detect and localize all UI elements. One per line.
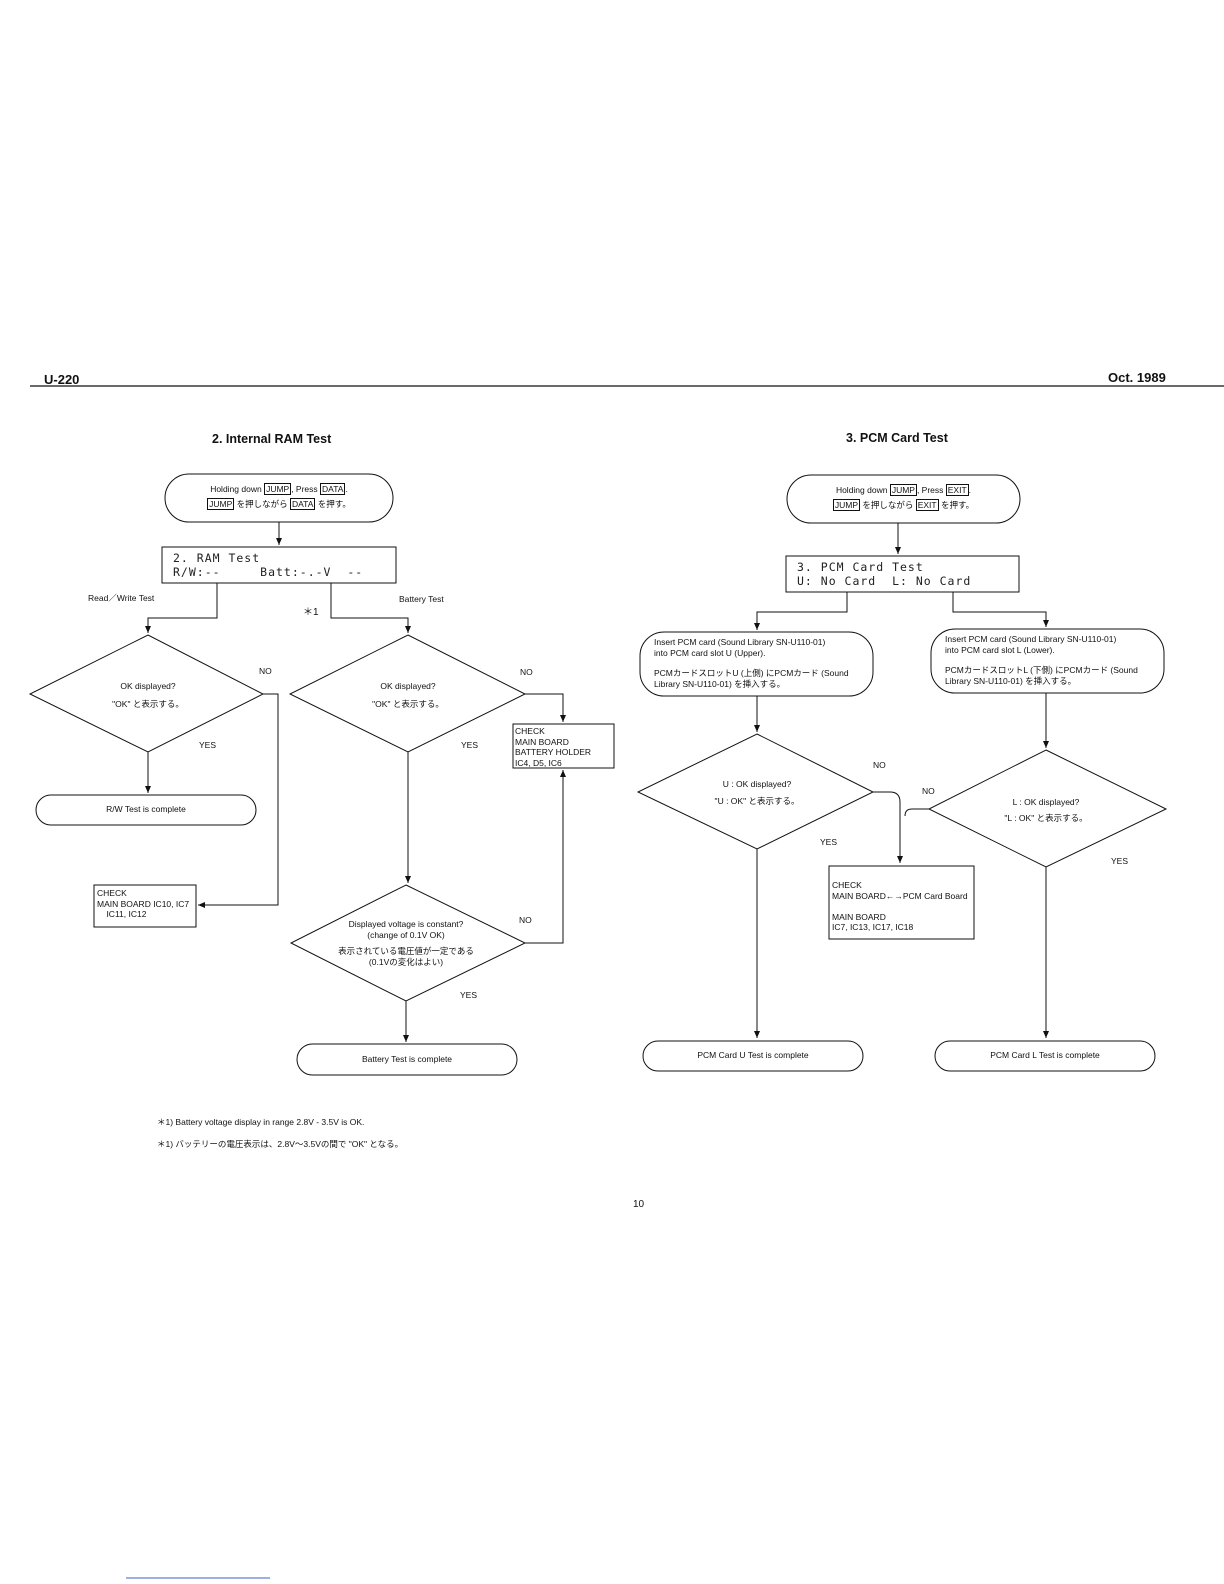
ram-start-line2: JUMP を押しながら DATA を押す。 xyxy=(207,498,351,510)
ram-lcd-line1: 2. RAM Test xyxy=(173,551,261,565)
footnote-english: ＊1) Battery voltage display in range 2.8… xyxy=(157,1117,365,1127)
batt-decision-line2: "OK" と表示する。 xyxy=(372,699,444,709)
rw-decision-diamond xyxy=(28,634,265,753)
page-number: 10 xyxy=(633,1199,645,1210)
ram-start-line1: Holding down JUMP, Press DATA. xyxy=(210,483,348,495)
pcm-start-line1: Holding down JUMP, Press EXIT. xyxy=(835,484,972,496)
rw-check-box xyxy=(93,884,197,928)
volt-decision-line2: (change of 0.1V OK) xyxy=(367,930,445,940)
insert-l-terminator xyxy=(930,628,1165,694)
pcm-lcd-line2: U: No Card L: No Card xyxy=(797,574,972,588)
document-date: Oct. 1989 xyxy=(1108,370,1166,385)
pcm-check-box xyxy=(828,865,975,940)
footnote-mark: ＊1 xyxy=(303,607,319,618)
ram-test-title: 2. Internal RAM Test xyxy=(212,432,332,446)
l-decision-diamond xyxy=(927,749,1168,868)
batt-check-text: CHECK MAIN BOARD BATTERY HOLDER IC4, D5,… xyxy=(515,726,592,768)
insert-l-line1: Insert PCM card (Sound Library SN-U110-0… xyxy=(945,634,1117,644)
l-complete-label: PCM Card L Test is complete xyxy=(990,1050,1100,1060)
volt-decision-line1: Displayed voltage is constant? xyxy=(348,919,464,929)
batt-yes-label: YES xyxy=(461,740,479,750)
batt-decision-line1: OK displayed? xyxy=(380,681,436,691)
volt-decision-diamond xyxy=(289,884,527,1002)
l-no-label: NO xyxy=(922,786,935,796)
branch-read-write-label: Read／Write Test xyxy=(88,593,155,603)
volt-no-label: NO xyxy=(519,915,532,925)
rw-complete-terminator xyxy=(35,794,257,826)
insert-l-line4: Library SN-U110-01) を挿入する。 xyxy=(945,676,1077,686)
l-decision-line1: L : OK displayed? xyxy=(1012,797,1080,807)
footnote-japanese: ＊1) バッテリーの電圧表示は、2.8V～3.5Vの間で "OK" となる。 xyxy=(157,1139,404,1149)
pcm-start-terminator xyxy=(786,474,1021,524)
rw-decision-line1: OK displayed? xyxy=(120,681,176,691)
volt-decision-line3: 表示されている電圧値が一定である xyxy=(338,946,474,956)
pcm-start-line2: JUMP を押しながら EXIT を押す。 xyxy=(832,499,975,511)
insert-u-line3: PCMカードスロットU (上側) にPCMカード (Sound xyxy=(654,668,849,678)
pcm-lcd-line1: 3. PCM Card Test xyxy=(797,560,924,574)
u-decision-line2: "U : OK" と表示する。 xyxy=(714,796,800,806)
pcm-lcd-box xyxy=(785,555,1020,593)
rw-decision-line2: "OK" と表示する。 xyxy=(112,699,184,709)
ram-start-terminator xyxy=(164,473,394,523)
pcm-test-title: 3. PCM Card Test xyxy=(846,431,948,445)
model-number: U-220 xyxy=(44,372,80,387)
ram-lcd-box xyxy=(161,546,397,584)
u-complete-terminator xyxy=(642,1040,864,1072)
batt-check-box xyxy=(512,723,615,769)
rw-yes-label: YES xyxy=(199,740,217,750)
batt-complete-terminator xyxy=(296,1043,518,1076)
u-no-label: NO xyxy=(873,760,886,770)
insert-l-line3: PCMカードスロットL (下側) にPCMカード (Sound xyxy=(945,665,1138,675)
u-decision-diamond xyxy=(636,733,875,850)
insert-u-line1: Insert PCM card (Sound Library SN-U110-0… xyxy=(654,637,826,647)
pcm-check-text: CHECK MAIN BOARD←→PCM Card Board MAIN BO… xyxy=(832,880,968,932)
l-complete-terminator xyxy=(934,1040,1156,1072)
l-yes-label: YES xyxy=(1111,856,1129,866)
volt-decision-line4: (0.1Vの変化はよい) xyxy=(368,957,444,967)
rw-complete-label: R/W Test is complete xyxy=(106,804,186,814)
u-complete-label: PCM Card U Test is complete xyxy=(697,1050,809,1060)
batt-decision-diamond xyxy=(288,634,527,753)
volt-yes-label: YES xyxy=(460,990,478,1000)
l-decision-line2: "L : OK" と表示する。 xyxy=(1004,813,1088,823)
rw-check-text: CHECK MAIN BOARD IC10, IC7 IC11, IC12 xyxy=(97,888,190,919)
branch-battery-label: Battery Test xyxy=(399,594,444,604)
ram-lcd-line2: R/W:-- Batt:-.-V -- xyxy=(173,565,364,579)
batt-complete-label: Battery Test is complete xyxy=(361,1054,453,1064)
insert-u-line2: into PCM card slot U (Upper). xyxy=(654,648,766,658)
u-yes-label: YES xyxy=(820,837,838,847)
batt-no-label: NO xyxy=(520,667,533,677)
insert-u-line4: Library SN-U110-01) を挿入する。 xyxy=(654,679,786,689)
insert-l-line2: into PCM card slot L (Lower). xyxy=(945,645,1055,655)
u-decision-line1: U : OK displayed? xyxy=(722,779,792,789)
rw-no-label: NO xyxy=(259,666,272,676)
